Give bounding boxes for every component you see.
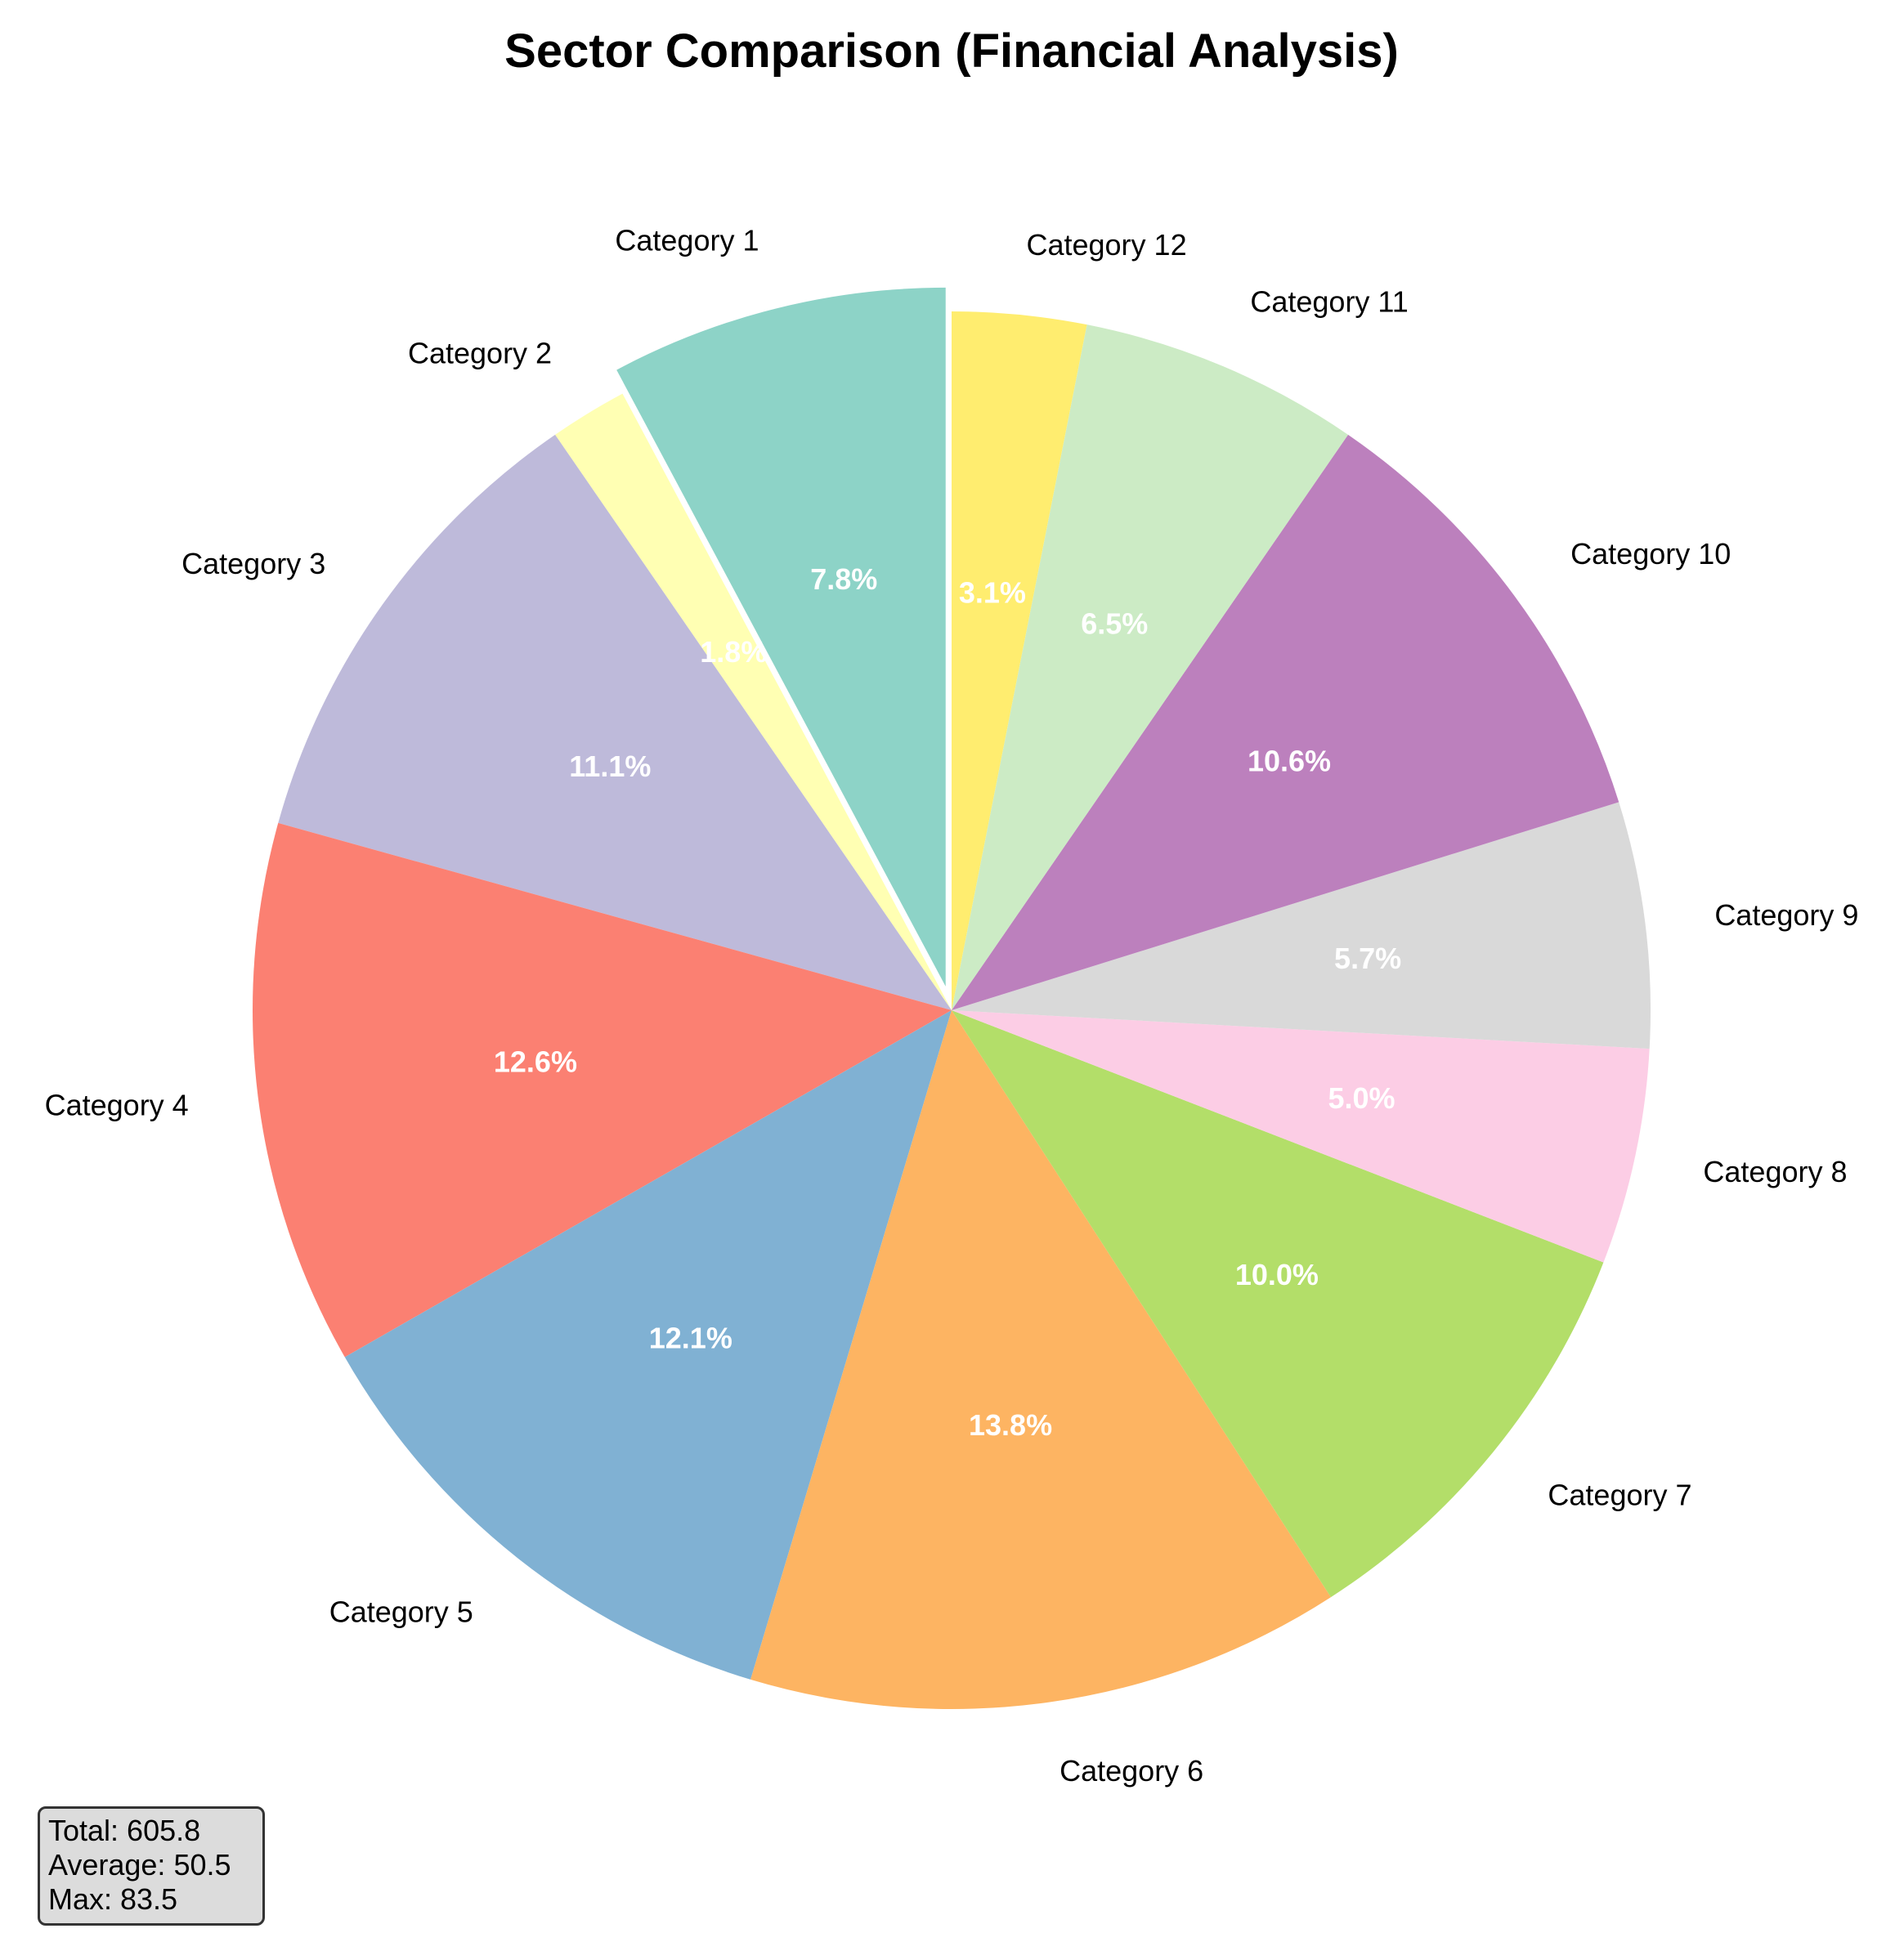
pie-slice-category-4 [252,822,952,1358]
category-label-6: Category 6 [1060,1754,1203,1788]
category-label-2: Category 2 [408,337,552,370]
pie-labels: 7.8% Category 1 1.8% Category 2 11.1% Categor… [45,224,1859,1788]
pie-slice-category-7 [952,1010,1604,1598]
pie-slice-category-10 [952,434,1620,1010]
percent-label-category-12: 3.1% [959,575,1026,609]
percent-label-category-3: 11.1% [569,750,651,783]
category-label-5: Category 5 [329,1595,473,1628]
pie-slice-category-5 [344,1010,952,1680]
category-label-12: Category 12 [1026,228,1186,262]
percent-label-category-4: 12.6% [494,1045,577,1078]
category-label-4: Category 4 [45,1088,189,1121]
pie-slice-category-6 [750,1010,1331,1709]
category-label-7: Category 7 [1548,1479,1691,1512]
stats-box: Total: 605.8 Average: 50.5 Max: 83.5 [38,1806,265,1926]
category-label-9: Category 9 [1714,898,1858,932]
category-label-3: Category 3 [181,547,325,580]
percent-label-category-8: 5.0% [1328,1081,1395,1115]
pie-slice-category-1 [616,287,946,987]
pie-slice-category-2 [555,393,952,1010]
stats-total: Total: 605.8 [48,1814,201,1847]
pie-slice-category-9 [952,802,1651,1049]
percent-label-category-2: 1.8% [700,635,767,669]
category-label-10: Category 10 [1570,537,1731,571]
percent-label-category-1: 7.8% [810,562,877,596]
pie-slices [252,287,1651,1709]
category-label-8: Category 8 [1703,1155,1847,1188]
category-label-1: Category 1 [615,224,759,257]
percent-label-category-10: 10.6% [1248,745,1331,778]
pie-slice-category-11 [952,324,1348,1010]
percent-label-category-7: 10.0% [1235,1258,1319,1291]
chart-title: Sector Comparison (Financial Analysis) [504,25,1399,78]
pie-slice-category-8 [952,1010,1650,1263]
stats-average: Average: 50.5 [48,1848,231,1882]
stats-max: Max: 83.5 [48,1882,178,1916]
percent-label-category-11: 6.5% [1081,606,1148,640]
percent-label-category-9: 5.7% [1334,942,1401,975]
category-label-11: Category 11 [1250,284,1408,318]
pie-slice-category-12 [952,311,1087,1010]
percent-label-category-5: 12.1% [649,1322,732,1355]
percent-label-category-6: 13.8% [969,1408,1052,1442]
pie-slice-category-3 [278,434,952,1010]
